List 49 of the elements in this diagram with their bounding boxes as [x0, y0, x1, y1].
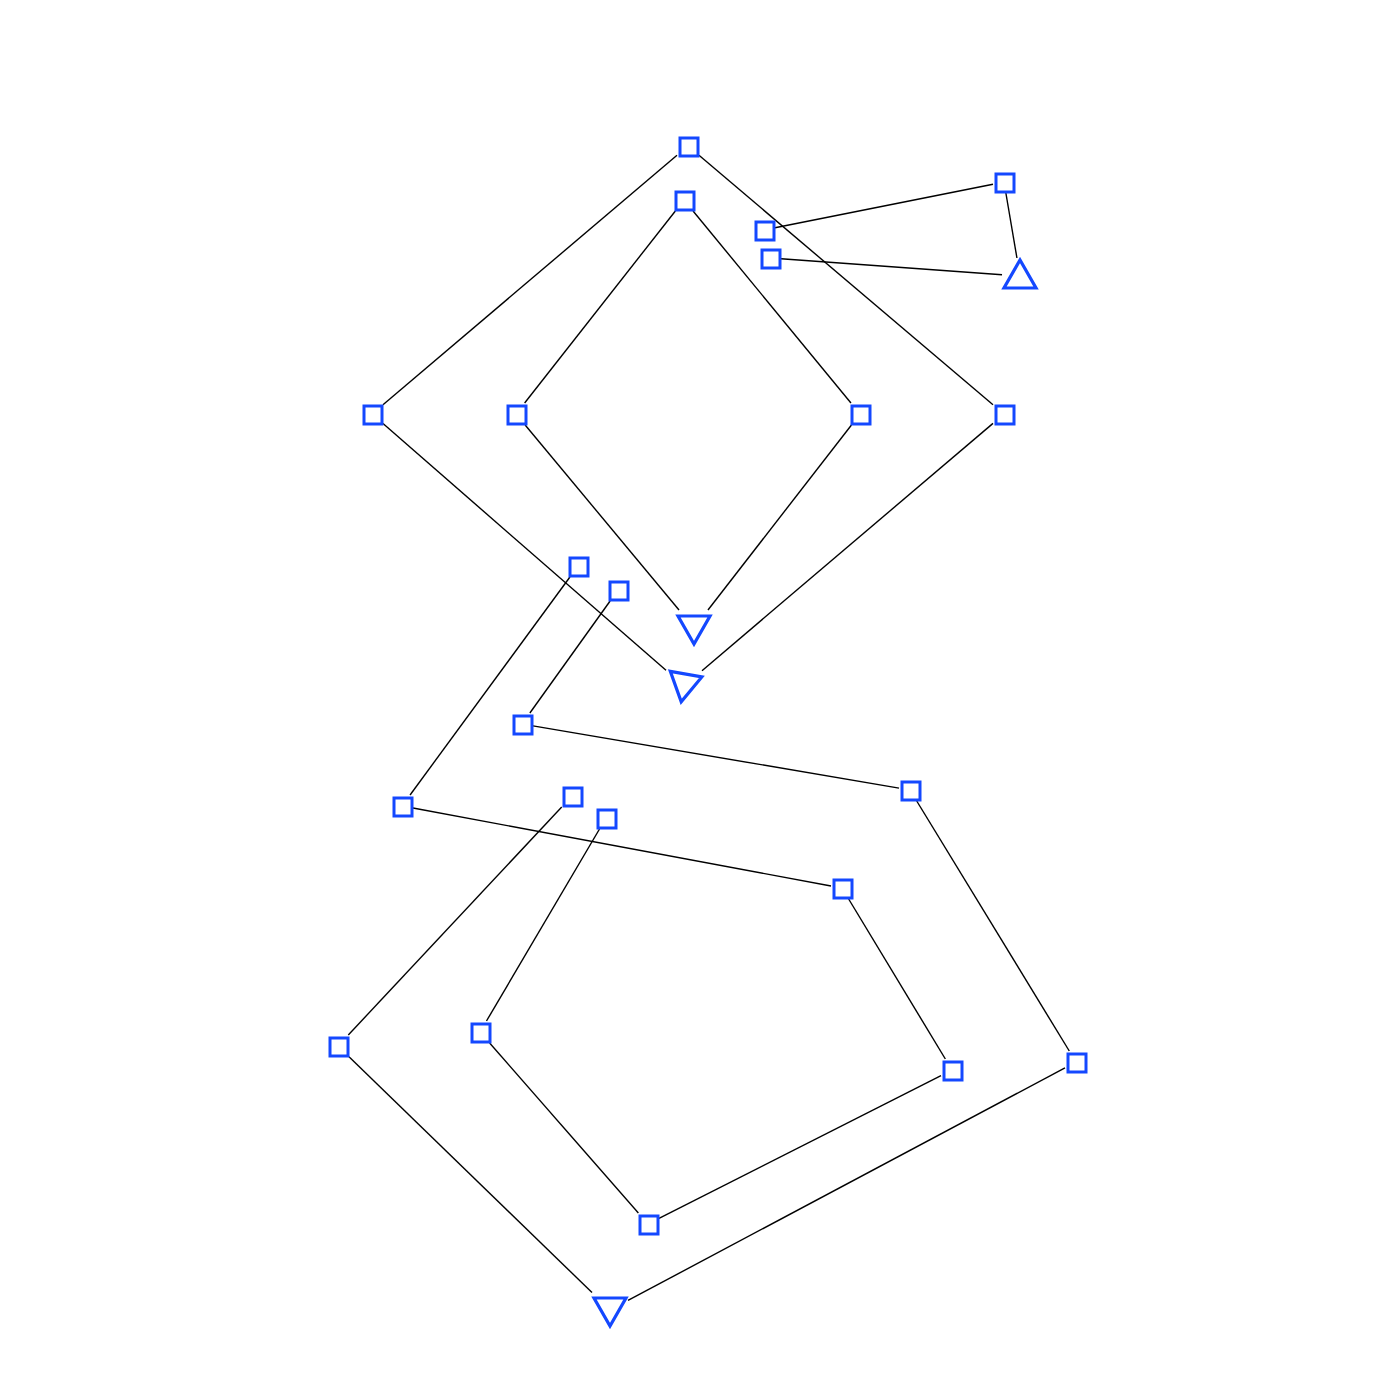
vertex-marker	[1065, 1051, 1087, 1073]
vertex-marker	[327, 1035, 349, 1057]
vertex-marker	[637, 1213, 659, 1235]
connector-line	[916, 800, 1070, 1052]
vertex-marker	[993, 403, 1015, 425]
connector-line	[658, 1074, 942, 1220]
vertex-marker	[849, 403, 871, 425]
vertex-marker	[391, 795, 413, 817]
connector-line	[529, 600, 611, 714]
vertex-marker	[595, 807, 617, 829]
connector-line	[780, 258, 1003, 276]
connector-line	[774, 183, 994, 229]
vertex-marker	[753, 219, 775, 241]
connector-line	[382, 422, 667, 671]
connector-line	[627, 1067, 1066, 1302]
connector-line	[347, 806, 563, 1036]
connector-line	[698, 154, 994, 406]
connector-line	[524, 424, 680, 611]
vertex-marker	[505, 403, 527, 425]
vertex-marker	[993, 171, 1015, 193]
vertex-marker	[831, 877, 853, 899]
triangle-marker	[666, 668, 702, 704]
connector-line	[692, 210, 852, 404]
connector-line	[409, 576, 571, 796]
triangle-marker	[676, 610, 712, 646]
connector-line	[1005, 192, 1018, 259]
connector-line	[485, 828, 601, 1022]
triangle-marker	[592, 1292, 628, 1328]
vertex-marker	[677, 135, 699, 157]
vertex-marker	[361, 403, 383, 425]
vertex-marker	[941, 1059, 963, 1081]
connector-line	[847, 898, 947, 1060]
connector-line	[382, 154, 678, 406]
triangle-marker	[1002, 258, 1038, 294]
vertex-marker	[511, 713, 533, 735]
vertex-marker	[561, 785, 583, 807]
vertex-marker	[607, 579, 629, 601]
vertex-marker	[673, 189, 695, 211]
connector-line	[707, 424, 853, 611]
connector-line	[488, 1042, 640, 1214]
connector-line	[523, 210, 677, 404]
connector-line	[412, 807, 832, 887]
vertex-marker	[759, 247, 781, 269]
vertex-marker	[899, 779, 921, 801]
vertex-marker	[567, 555, 589, 577]
vertex-marker	[469, 1021, 491, 1043]
connector-line	[701, 422, 994, 672]
connector-line	[532, 725, 900, 789]
connector-line	[348, 1056, 593, 1294]
